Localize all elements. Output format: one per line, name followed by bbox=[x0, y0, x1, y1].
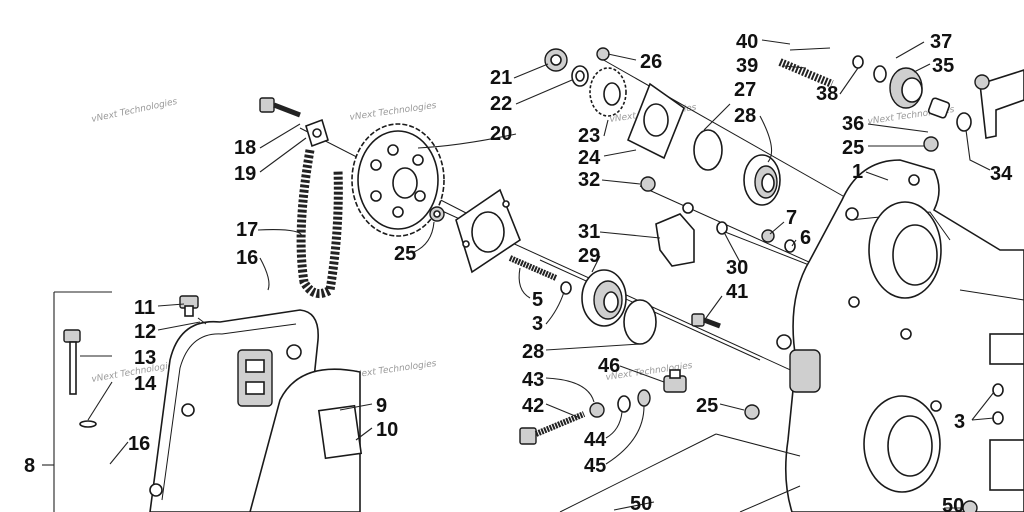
bearing-28-upper bbox=[743, 154, 781, 206]
callout-35: 35 bbox=[932, 55, 954, 77]
nut-43 bbox=[589, 402, 605, 418]
gear-case bbox=[776, 159, 1024, 512]
callout-23: 23 bbox=[578, 125, 600, 147]
nut-21 bbox=[544, 48, 568, 72]
callout-25-case: 25 bbox=[842, 137, 864, 159]
callout-17: 17 bbox=[236, 219, 258, 241]
callout-46: 46 bbox=[598, 355, 620, 377]
callout-29: 29 bbox=[578, 245, 600, 267]
fitting-46 bbox=[663, 369, 687, 393]
washer-6 bbox=[784, 239, 796, 253]
callout-6: 6 bbox=[800, 227, 811, 249]
callout-50-right: 50 bbox=[942, 495, 964, 512]
callout-30: 30 bbox=[726, 257, 748, 279]
callout-34: 34 bbox=[990, 163, 1013, 185]
callout-11: 11 bbox=[134, 297, 155, 319]
washer-45 bbox=[637, 389, 651, 407]
bearing-plate-upper bbox=[626, 82, 685, 160]
callout-14: 14 bbox=[134, 373, 157, 395]
callout-8: 8 bbox=[24, 455, 35, 477]
callout-20: 20 bbox=[490, 123, 512, 145]
nut-26 bbox=[596, 47, 610, 61]
washer-22 bbox=[571, 65, 589, 87]
callout-27: 27 bbox=[734, 79, 756, 101]
tensioner-arm-34 bbox=[974, 69, 1024, 139]
tension-spring bbox=[778, 47, 834, 88]
lower-frame-lines bbox=[559, 433, 978, 512]
nut-32 bbox=[640, 176, 656, 192]
watermark-text: vNext Technologies bbox=[349, 101, 437, 123]
o-ring-27 bbox=[693, 129, 723, 171]
callout-10: 10 bbox=[376, 419, 398, 441]
callout-28-lower: 28 bbox=[522, 341, 544, 363]
washer-30 bbox=[716, 221, 728, 235]
callout-labels: 40 37 39 35 38 26 21 22 27 28 36 25 34 1… bbox=[24, 31, 1013, 512]
callout-28-upper: 28 bbox=[734, 105, 756, 127]
callout-38: 38 bbox=[816, 83, 838, 105]
callout-43: 43 bbox=[522, 369, 544, 391]
callout-36: 36 bbox=[842, 113, 864, 135]
washer-3-left bbox=[560, 281, 572, 295]
callout-19: 19 bbox=[234, 163, 256, 185]
callout-41: 41 bbox=[726, 281, 748, 303]
dipstick bbox=[63, 329, 97, 428]
drive-chain bbox=[296, 149, 343, 299]
callout-42: 42 bbox=[522, 395, 544, 417]
callout-16-upper: 16 bbox=[236, 247, 258, 269]
leader-lines bbox=[80, 39, 995, 511]
bolt-42 bbox=[519, 411, 586, 445]
large-sprocket bbox=[351, 123, 445, 237]
callout-1: 1 bbox=[852, 161, 863, 183]
callout-22: 22 bbox=[490, 93, 512, 115]
callout-50-left: 50 bbox=[630, 493, 652, 512]
callout-5: 5 bbox=[532, 289, 543, 311]
callout-16-lower: 16 bbox=[128, 433, 150, 455]
group-bracket-8 bbox=[42, 291, 112, 512]
bushing-36 bbox=[927, 97, 951, 119]
nut-25-lower bbox=[744, 404, 760, 420]
small-sprocket bbox=[589, 67, 627, 117]
callout-31: 31 bbox=[578, 221, 600, 243]
callout-40: 40 bbox=[736, 31, 758, 53]
stud-5 bbox=[508, 255, 558, 281]
callout-32: 32 bbox=[578, 169, 600, 191]
bearing-29 bbox=[581, 269, 627, 327]
callout-3-right: 3 bbox=[954, 411, 965, 433]
callout-26: 26 bbox=[640, 51, 662, 73]
callout-25-left: 25 bbox=[394, 243, 416, 265]
callout-13: 13 bbox=[134, 347, 156, 369]
washer-44 bbox=[617, 395, 631, 413]
callout-39: 39 bbox=[736, 55, 758, 77]
bolt-41 bbox=[691, 313, 721, 329]
roller-35 bbox=[889, 67, 923, 109]
bearing-plate-left bbox=[455, 188, 521, 274]
clip-31 bbox=[655, 202, 695, 267]
washers-38 bbox=[852, 55, 887, 83]
watermark-text: vNext Technologies bbox=[91, 97, 179, 125]
callout-21: 21 bbox=[490, 67, 512, 89]
washer-36b bbox=[956, 112, 972, 132]
callout-45: 45 bbox=[584, 455, 606, 477]
callout-12: 12 bbox=[134, 321, 156, 343]
callout-7: 7 bbox=[786, 207, 797, 229]
callout-18: 18 bbox=[234, 137, 256, 159]
bolt-18 bbox=[259, 97, 301, 118]
callout-9: 9 bbox=[376, 395, 387, 417]
chaincase-cover bbox=[149, 309, 363, 512]
callout-44: 44 bbox=[584, 429, 607, 451]
callout-37: 37 bbox=[930, 31, 952, 53]
callout-3-left: 3 bbox=[532, 313, 543, 335]
drain-plug bbox=[179, 295, 207, 325]
washer-19 bbox=[305, 118, 329, 148]
o-ring-28-lower bbox=[623, 299, 657, 345]
washers-3-right bbox=[992, 383, 1004, 425]
callout-24: 24 bbox=[578, 147, 601, 169]
nut-25-left bbox=[429, 206, 445, 222]
watermark-text: vNext Technologies bbox=[349, 359, 437, 381]
nut-25-case bbox=[923, 136, 939, 152]
callout-25-lower: 25 bbox=[696, 395, 718, 417]
